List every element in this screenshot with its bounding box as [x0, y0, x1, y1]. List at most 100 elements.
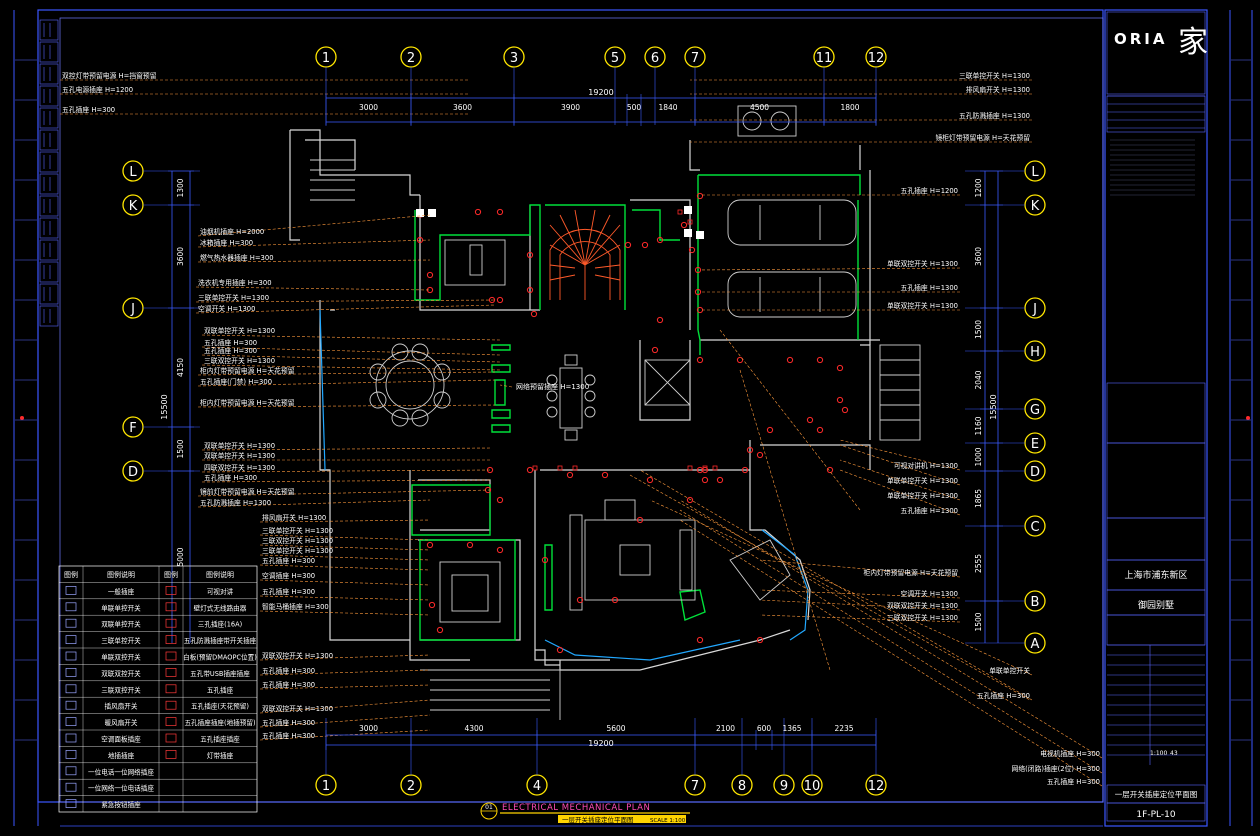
- annotation: 五孔插座 H=300: [262, 718, 315, 727]
- electrical-point: [688, 246, 696, 254]
- electrical-point: [646, 476, 654, 484]
- legend-description: 五孔插座插座(地插预留): [184, 718, 255, 727]
- project-name: 御园别墅: [1138, 599, 1174, 611]
- furniture-outlines: [411, 174, 861, 641]
- electrical-point: [696, 356, 704, 364]
- legend-symbol: [165, 635, 177, 644]
- legend-description: 紧急按钮插座: [101, 800, 141, 809]
- legend-description: 插风扇开关: [105, 702, 138, 711]
- grid-left-F-label: F: [129, 421, 136, 436]
- electrical-point: [416, 236, 424, 244]
- annotation: 三联单控开关 H=1300: [262, 526, 333, 535]
- annotation: 柜内灯带预留电源 H=天花预留: [200, 366, 295, 375]
- annotation: 三联单控开关 H=1300: [262, 546, 333, 555]
- electrical-point: [541, 556, 549, 564]
- legend-description: 可视对讲: [207, 587, 234, 596]
- electrical-point: [826, 466, 834, 474]
- electrical-point: [428, 601, 436, 609]
- switch-point: [572, 465, 578, 471]
- annotation: 柜内灯带预留电源 H=天花预留: [200, 398, 295, 407]
- grid-top-11-label: 11: [816, 51, 833, 66]
- electrical-point: [636, 516, 644, 524]
- grid-bottom-4-label: 4: [533, 779, 541, 794]
- furniture-symbols: [310, 105, 921, 720]
- annotation: 五孔插座 H=1300: [901, 283, 958, 292]
- electrical-point: [694, 288, 702, 296]
- annotation: 空调插座 H=300: [262, 571, 315, 580]
- legend-description: 五孔插座插座: [200, 735, 240, 744]
- electrical-point: [741, 466, 749, 474]
- electrical-point: [651, 346, 659, 354]
- annotation: 柜内灯带预留电源 H=天花预留: [863, 568, 958, 577]
- annotation: 单联单控开关 H=1300: [887, 491, 958, 500]
- scale-label: 1:100: [1150, 750, 1167, 757]
- annotation: 油烟机插座 H=2000: [200, 227, 264, 236]
- electrical-point: [656, 236, 664, 244]
- switch-point: [677, 209, 683, 215]
- legend-description: 暖风扇开关: [105, 718, 138, 727]
- drawing-number: 1F-PL-10: [1136, 810, 1175, 820]
- staircase-spiral: [549, 209, 621, 300]
- dim-top-segment: 3900: [561, 103, 580, 112]
- legend-symbol: [65, 602, 77, 612]
- electrical-point: [496, 296, 504, 304]
- plan-scale: SCALE 1:100: [650, 818, 686, 824]
- annotation: 五孔插座 H=300: [977, 691, 1030, 700]
- legend-header: 图例: [164, 570, 178, 579]
- legend-symbol: [165, 684, 177, 694]
- annotation: 三联双控开关 H=1300: [204, 356, 275, 365]
- grid-top-6-label: 6: [651, 51, 659, 66]
- dim-right-total: 15500: [989, 394, 998, 419]
- electrical-point: [576, 596, 584, 604]
- dim-bottom-segment: 2235: [834, 724, 853, 733]
- annotation: 三联单控开关 H=1300: [959, 71, 1030, 80]
- grid-bottom-9-label: 9: [780, 779, 788, 794]
- electrical-point: [696, 192, 704, 200]
- annotation: 燃气热水器插座 H=300: [200, 253, 274, 262]
- annotation: 五孔插座 H=300: [204, 338, 257, 347]
- grid-left-K-label: K: [129, 199, 138, 214]
- electrical-point: [756, 636, 764, 644]
- electrical-point: [696, 636, 704, 644]
- annotation: 三联双控开关 H=1300: [262, 536, 333, 545]
- annotation: 洗衣机专用插座 H=300: [198, 278, 272, 287]
- grid-right-J-label: J: [1032, 302, 1037, 317]
- appliance-point: [684, 229, 692, 237]
- dim-bottom-segment: 1365: [782, 724, 801, 733]
- legend-symbol: [165, 668, 177, 677]
- electrical-points: [416, 192, 849, 654]
- appliance-point: [428, 209, 436, 217]
- annotation: 五孔插座 H=300: [262, 731, 315, 740]
- legend-description: 地插插座: [108, 751, 135, 760]
- electrical-point: [816, 426, 824, 434]
- grid-top-12-label: 12: [868, 51, 885, 66]
- annotation: 五孔插座 H=300: [1047, 777, 1100, 786]
- annotation: 单联双控开关 H=1300: [887, 301, 958, 310]
- dim-bottom-segment: 600: [757, 724, 772, 733]
- dim-bottom-segment: 2100: [716, 724, 735, 733]
- electrical-point: [641, 241, 649, 249]
- electrical-point: [436, 626, 444, 634]
- electrical-point: [816, 356, 824, 364]
- legend-symbol: [65, 618, 77, 628]
- dim-bottom-total: 19200: [588, 739, 613, 748]
- dim-bottom-segment: 4300: [464, 724, 483, 733]
- annotation: 五孔插座 H=1300: [901, 506, 958, 515]
- dim-left-segment: 1500: [176, 439, 185, 458]
- grid-right-H-label: H: [1030, 345, 1040, 360]
- annotation: 排风扇开关 H=1300: [262, 513, 326, 522]
- electrical-point: [686, 496, 694, 504]
- electrical-point: [496, 546, 504, 554]
- electrical-point: [496, 496, 504, 504]
- appliance-point: [684, 206, 692, 214]
- plan-subtitle: 一层开关插座定位平面图: [562, 815, 634, 824]
- electrical-point: [426, 541, 434, 549]
- electrical-point: [566, 471, 574, 479]
- legend-symbol: [65, 586, 77, 595]
- legend-table: 图例图例说明图例图例说明一般插座可视对讲单联单控开关壁灯式无线路由器双联单控开关…: [58, 565, 258, 813]
- grid-left-D-label: D: [128, 465, 138, 480]
- annotation: 双控灯带预留电源 H=挡窗预留: [62, 71, 157, 80]
- annotation-leaders: [60, 79, 1103, 787]
- dim-right-segment: 3600: [974, 247, 983, 266]
